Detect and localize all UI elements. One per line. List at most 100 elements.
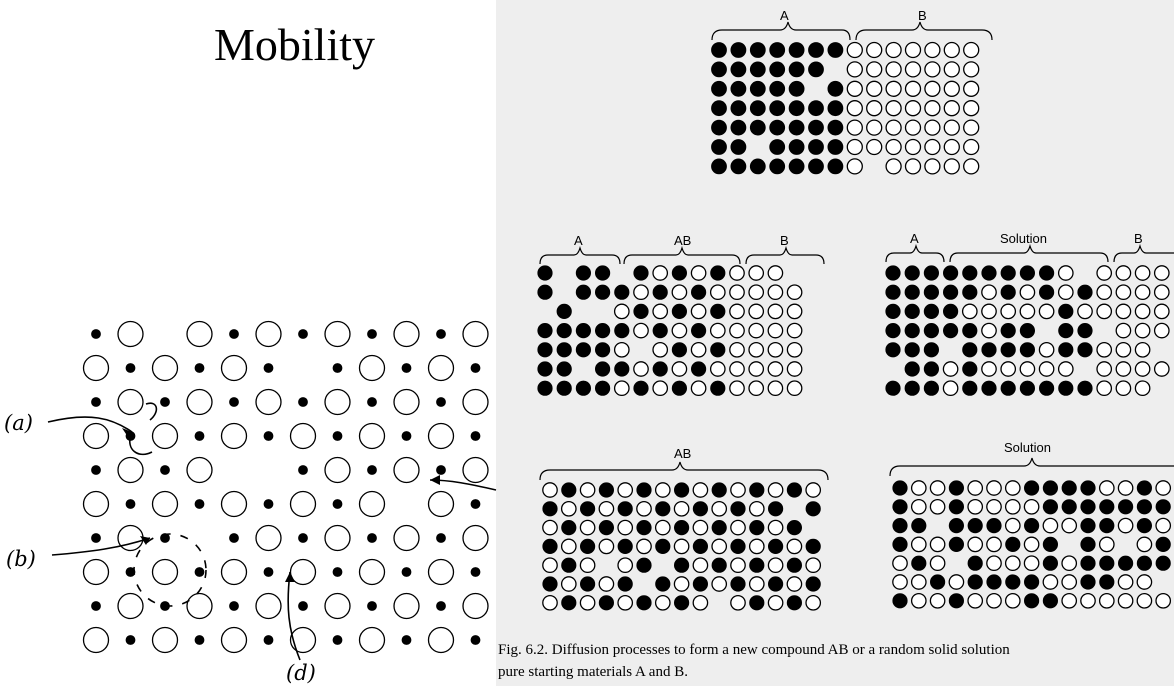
brace-midleft-b (746, 248, 824, 264)
atom-a (1059, 323, 1073, 337)
atom-a (806, 577, 820, 591)
atom-b (543, 483, 557, 497)
diffusion-grids (538, 43, 1171, 611)
atom-b (1155, 266, 1169, 280)
bot-right-panel-grid (893, 481, 1171, 608)
atom-b (730, 381, 744, 395)
atom-a (1001, 285, 1015, 299)
atom-a (905, 304, 919, 318)
atom-b (691, 343, 705, 357)
small-atom (437, 398, 446, 407)
label-midright-solution: Solution (1000, 231, 1047, 246)
atom-a (963, 266, 977, 280)
atom-b (1116, 362, 1130, 376)
large-atom (291, 424, 316, 449)
label-top-a: A (780, 8, 789, 23)
atom-a (1043, 537, 1057, 551)
atom-a (693, 539, 707, 553)
atom-a (538, 362, 552, 376)
small-atom (195, 500, 204, 509)
large-atom (84, 492, 109, 517)
small-atom (333, 500, 342, 509)
atom-b (543, 558, 557, 572)
atom-a (905, 343, 919, 357)
atom-a (634, 381, 648, 395)
small-atom (437, 466, 446, 475)
atom-a (886, 266, 900, 280)
label-midleft-a: A (574, 233, 583, 248)
atom-a (905, 381, 919, 395)
atom-a (538, 343, 552, 357)
atom-b (806, 596, 820, 610)
small-atom (264, 636, 273, 645)
atom-b (867, 43, 882, 58)
brace-midright-b (1114, 246, 1174, 262)
atom-b (1039, 343, 1053, 357)
atom-a (750, 120, 765, 135)
atom-b (656, 520, 670, 534)
atom-b (749, 323, 763, 337)
atom-a (599, 483, 613, 497)
atom-a (968, 518, 982, 532)
atom-a (1039, 381, 1053, 395)
atom-a (672, 381, 686, 395)
atom-a (557, 381, 571, 395)
atom-a (557, 304, 571, 318)
large-atom (360, 492, 385, 517)
small-atom (402, 432, 411, 441)
atom-a (943, 285, 957, 299)
atom-b (944, 101, 959, 116)
small-atom (195, 568, 204, 577)
atom-b (1020, 304, 1034, 318)
atom-a (982, 343, 996, 357)
atom-b (944, 43, 959, 58)
atom-b (886, 43, 901, 58)
atom-b (906, 43, 921, 58)
atom-b (618, 483, 632, 497)
large-atom (325, 594, 350, 619)
atom-b (1135, 285, 1149, 299)
atom-a (789, 62, 804, 77)
atom-b (787, 381, 801, 395)
atom-a (963, 362, 977, 376)
atom-a (1078, 381, 1092, 395)
atom-b (730, 362, 744, 376)
lattice-diagram (84, 322, 489, 653)
small-atom (402, 636, 411, 645)
large-atom (153, 628, 178, 653)
atom-a (1006, 575, 1020, 589)
atom-b (787, 577, 801, 591)
large-atom (325, 526, 350, 551)
small-atom (92, 602, 101, 611)
atom-b (1024, 537, 1038, 551)
atom-b (925, 62, 940, 77)
large-atom (360, 424, 385, 449)
atom-a (674, 558, 688, 572)
atom-b (982, 362, 996, 376)
small-atom (92, 466, 101, 475)
atom-a (615, 323, 629, 337)
large-atom (394, 526, 419, 551)
atom-b (1062, 518, 1076, 532)
atom-a (674, 520, 688, 534)
atom-a (893, 481, 907, 495)
atom-a (1039, 285, 1053, 299)
atom-b (1059, 285, 1073, 299)
atom-a (674, 483, 688, 497)
mid-right-panel-grid (886, 266, 1169, 396)
atom-b (906, 81, 921, 96)
atom-a (789, 43, 804, 58)
atom-a (789, 120, 804, 135)
atom-b (599, 502, 613, 516)
atom-a (770, 101, 785, 116)
atom-a (712, 43, 727, 58)
atom-b (1043, 575, 1057, 589)
atom-a (1081, 537, 1095, 551)
atom-a (1001, 266, 1015, 280)
large-atom (325, 390, 350, 415)
atom-a (576, 381, 590, 395)
atom-a (963, 323, 977, 337)
label-midright-a: A (910, 231, 919, 246)
atom-b (1024, 500, 1038, 514)
atom-a (750, 483, 764, 497)
